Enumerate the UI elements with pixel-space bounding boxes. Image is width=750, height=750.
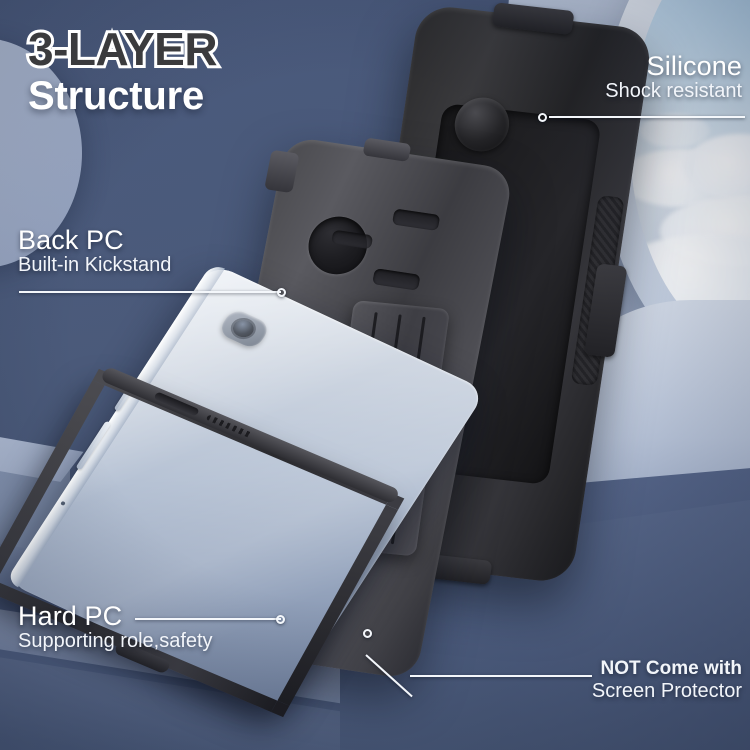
callout-silicone-leader-dot [538, 113, 547, 122]
page-title: 3-LAYER Structure [25, 23, 221, 118]
callout-screen-protector-heading: NOT Come with [600, 658, 742, 679]
callout-screen-protector-leader-line [410, 675, 592, 677]
callout-screen-protector-leader-dot [363, 629, 372, 638]
callout-back-pc-leader-dot [277, 288, 286, 297]
airplane-window-glass [630, 0, 750, 344]
callout-screen-protector-note: NOT Come with Screen Protector [470, 658, 742, 703]
callout-silicone-heading: Silicone [646, 51, 742, 81]
callout-hard-pc: Hard PC Supporting role,safety [18, 602, 213, 653]
callout-back-pc-description: Built-in Kickstand [18, 254, 172, 277]
title-main: 3-LAYER [25, 23, 221, 76]
callout-back-pc-leader-line [19, 291, 281, 293]
callout-back-pc: Back PC Built-in Kickstand [18, 226, 171, 277]
title-sub: Structure [28, 73, 205, 118]
callout-silicone-leader-line [549, 116, 745, 118]
callout-hard-pc-heading: Hard PC [18, 601, 123, 631]
callout-hard-pc-leader-line [135, 618, 281, 620]
cloud [640, 114, 710, 148]
callout-silicone: Silicone Shock resistant [470, 52, 742, 103]
callout-silicone-description: Shock resistant [605, 80, 742, 103]
callout-back-pc-heading: Back PC [18, 225, 124, 255]
callout-hard-pc-description: Supporting role,safety [18, 630, 213, 653]
callout-hard-pc-leader-dot [276, 615, 285, 624]
callout-screen-protector-description: Screen Protector [591, 679, 742, 702]
